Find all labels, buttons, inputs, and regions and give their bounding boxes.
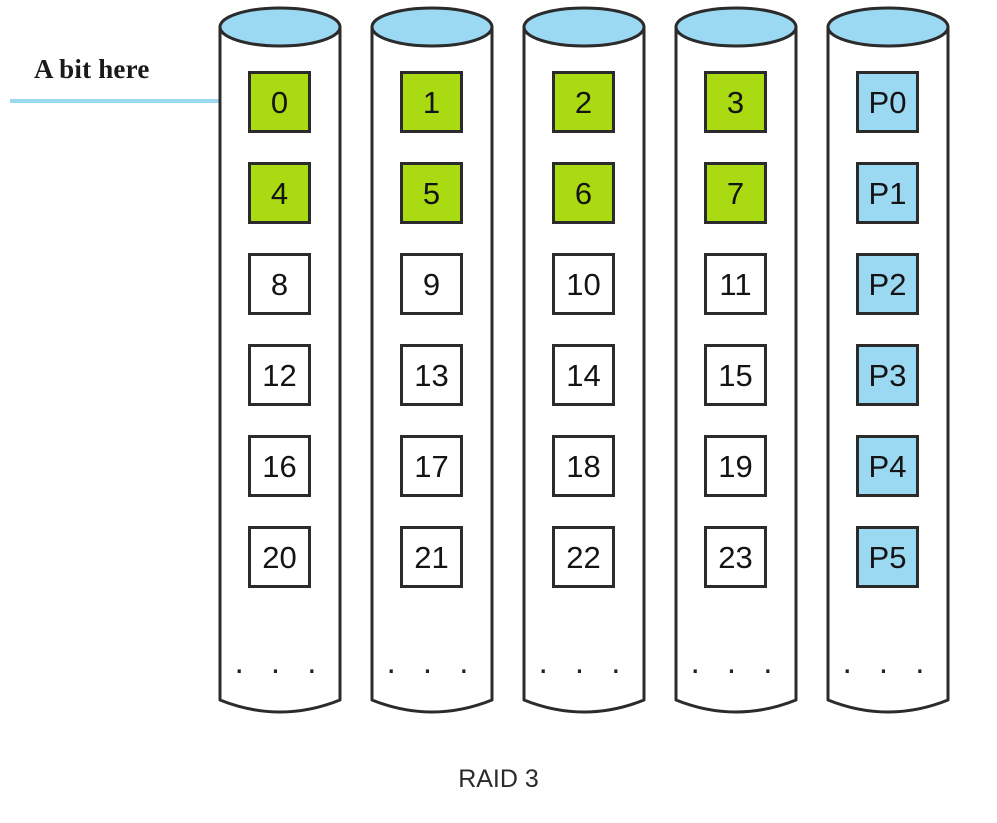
- continuation-ellipsis: . . .: [234, 643, 326, 680]
- disk-block[interactable]: 11: [704, 253, 767, 315]
- cylinder-top-ellipse: [522, 6, 646, 48]
- disk-block[interactable]: 3: [704, 71, 767, 133]
- figure-caption: RAID 3: [458, 765, 539, 793]
- disk-block[interactable]: 2: [552, 71, 615, 133]
- disk-block[interactable]: 7: [704, 162, 767, 224]
- disk-block[interactable]: 4: [248, 162, 311, 224]
- disk-block[interactable]: 9: [400, 253, 463, 315]
- disk-block[interactable]: 19: [704, 435, 767, 497]
- disk-block[interactable]: 15: [704, 344, 767, 406]
- disk-block[interactable]: 23: [704, 526, 767, 588]
- continuation-ellipsis: . . .: [386, 643, 478, 680]
- disk-block[interactable]: 8: [248, 253, 311, 315]
- disk-block[interactable]: 5: [400, 162, 463, 224]
- disk-block[interactable]: 18: [552, 435, 615, 497]
- disk-cylinder-1: 1 5 9 13 17 21 . . .: [370, 6, 494, 726]
- continuation-ellipsis: . . .: [842, 643, 934, 680]
- continuation-ellipsis: . . .: [538, 643, 630, 680]
- disk-block[interactable]: P0: [856, 71, 919, 133]
- disk-block[interactable]: 14: [552, 344, 615, 406]
- disk-block[interactable]: P4: [856, 435, 919, 497]
- disk-block[interactable]: P1: [856, 162, 919, 224]
- disk-block[interactable]: 22: [552, 526, 615, 588]
- disk-block[interactable]: P3: [856, 344, 919, 406]
- disk-block[interactable]: 1: [400, 71, 463, 133]
- disk-cylinder-3: 3 7 11 15 19 23 . . .: [674, 6, 798, 726]
- disk-block[interactable]: P5: [856, 526, 919, 588]
- cylinder-top-ellipse: [826, 6, 950, 48]
- disk-block[interactable]: 0: [248, 71, 311, 133]
- disk-block[interactable]: 20: [248, 526, 311, 588]
- annotation-label-a-bit-here: A bit here: [34, 54, 150, 84]
- disk-block[interactable]: 16: [248, 435, 311, 497]
- cylinder-top-ellipse: [674, 6, 798, 48]
- disk-block[interactable]: 10: [552, 253, 615, 315]
- disk-block[interactable]: 21: [400, 526, 463, 588]
- disk-cylinder-0: 0 4 8 12 16 20 . . .: [218, 6, 342, 726]
- disk-block[interactable]: 6: [552, 162, 615, 224]
- disk-block[interactable]: 13: [400, 344, 463, 406]
- disk-block[interactable]: 12: [248, 344, 311, 406]
- cylinder-top-ellipse: [370, 6, 494, 48]
- disk-block[interactable]: 17: [400, 435, 463, 497]
- cylinder-top-ellipse: [218, 6, 342, 48]
- annotation-pointer-line: [10, 99, 238, 103]
- disk-cylinder-2: 2 6 10 14 18 22 . . .: [522, 6, 646, 726]
- continuation-ellipsis: . . .: [690, 643, 782, 680]
- disk-block[interactable]: P2: [856, 253, 919, 315]
